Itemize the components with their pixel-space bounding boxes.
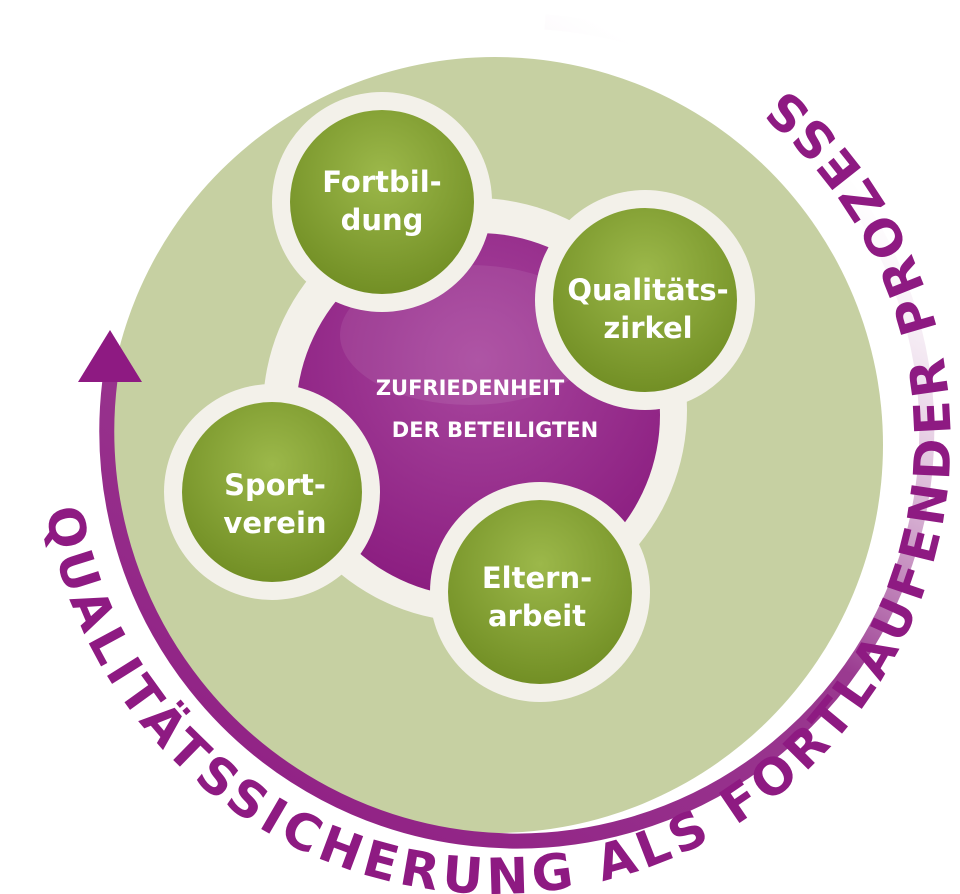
bubble-label: Fortbil- bbox=[322, 165, 441, 199]
bubble-label: verein bbox=[223, 506, 326, 540]
center-label-line2: DER BETEILIGTEN bbox=[392, 418, 598, 442]
bubble-label: arbeit bbox=[488, 599, 586, 633]
bubble-fortbildung: Fortbil- dung bbox=[272, 92, 492, 312]
bubble-qualitaetszirkel: Qualitäts- zirkel bbox=[535, 190, 755, 410]
center-label-line1: ZUFRIEDENHEIT bbox=[376, 376, 565, 400]
bubble-sportverein: Sport- verein bbox=[164, 384, 380, 600]
bubble-label: Sport- bbox=[224, 468, 326, 502]
bubble-elternarbeit: Eltern- arbeit bbox=[430, 482, 650, 702]
bubble-label: zirkel bbox=[603, 311, 692, 345]
bubble-label: Eltern- bbox=[482, 561, 592, 595]
process-arrow-arc bbox=[99, 14, 935, 849]
bubble-label: Qualitäts- bbox=[567, 273, 728, 307]
bubble-label: dung bbox=[341, 203, 424, 237]
arrow-head-icon bbox=[78, 330, 142, 382]
